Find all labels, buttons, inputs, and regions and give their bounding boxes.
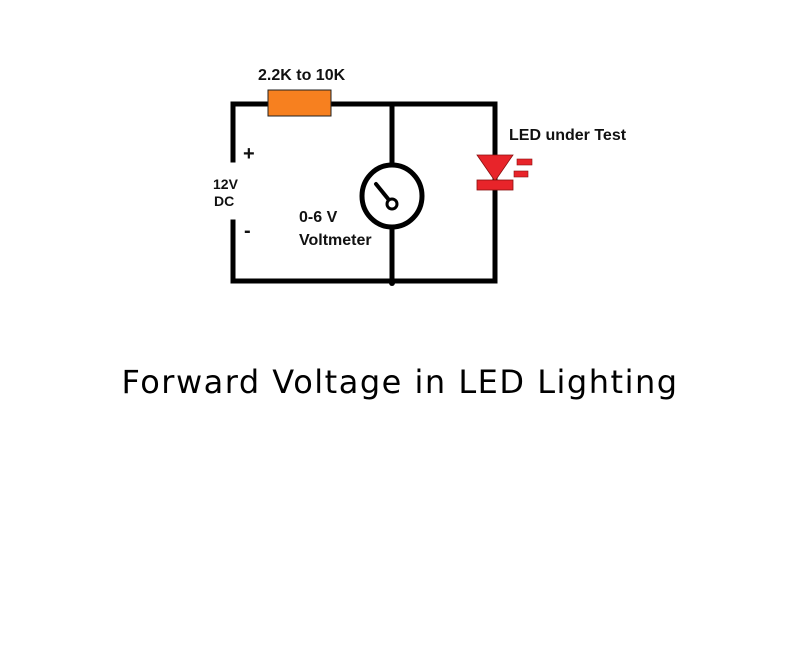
voltmeter-icon [359,162,425,230]
battery-voltage-label: 12V [213,176,239,192]
battery-plus-sign: + [243,143,255,165]
resistor-label: 2.2K to 10K [258,67,346,84]
led-icon [476,154,533,191]
junction-dot [389,280,395,286]
battery-type-label: DC [214,193,234,209]
voltmeter-range-label: 0-6 V [299,209,338,226]
battery-minus-sign: - [244,220,251,242]
resistor [267,89,332,117]
voltmeter-name-label: Voltmeter [299,232,372,249]
diagram-title: Forward Voltage in LED Lighting [121,363,678,401]
led-label: LED under Test [509,127,627,144]
